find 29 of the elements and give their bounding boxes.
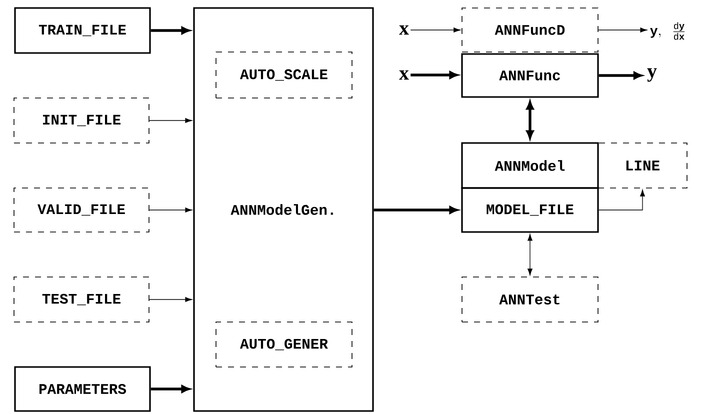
- box: ANNModel: [461, 142, 599, 189]
- box: TRAIN_FILE: [14, 7, 151, 54]
- dashed-box: LINE: [598, 142, 688, 188]
- arrow: [410, 28, 460, 32]
- box: MODEL_FILE: [461, 187, 599, 233]
- arrow: [149, 208, 192, 212]
- arrow: [149, 297, 192, 302]
- arrow: [528, 234, 532, 276]
- box: PARAMETERS: [14, 366, 151, 412]
- arrow: [150, 26, 190, 34]
- variable-label: x: [399, 25, 409, 35]
- arrow: [598, 190, 645, 210]
- dashed-box: ANNTest: [462, 276, 598, 322]
- formula-label: $\mathbf{y},\ \frac{\mathrm{d}\mathbf{y}}{\mathrm{d}\mathbf{x}}$: [650, 22, 685, 40]
- dashed-box: AUTO_GENER: [216, 322, 352, 368]
- dashed-box: ANNFuncD: [462, 8, 598, 52]
- arrow: [149, 118, 192, 123]
- arrow: [374, 206, 458, 214]
- arrow: [410, 71, 458, 79]
- dashed-box: TEST_FILE: [14, 276, 150, 322]
- arrow: [150, 385, 190, 393]
- arrow: [598, 28, 648, 32]
- dashed-box: INIT_FILE: [14, 98, 150, 144]
- variable-label: x: [399, 70, 409, 80]
- arrow: [526, 101, 534, 139]
- box: ANNFunc: [461, 53, 599, 98]
- dashed-box: VALID_FILE: [14, 188, 150, 232]
- dashed-box: AUTO_SCALE: [216, 52, 352, 98]
- variable-label: y: [647, 68, 657, 82]
